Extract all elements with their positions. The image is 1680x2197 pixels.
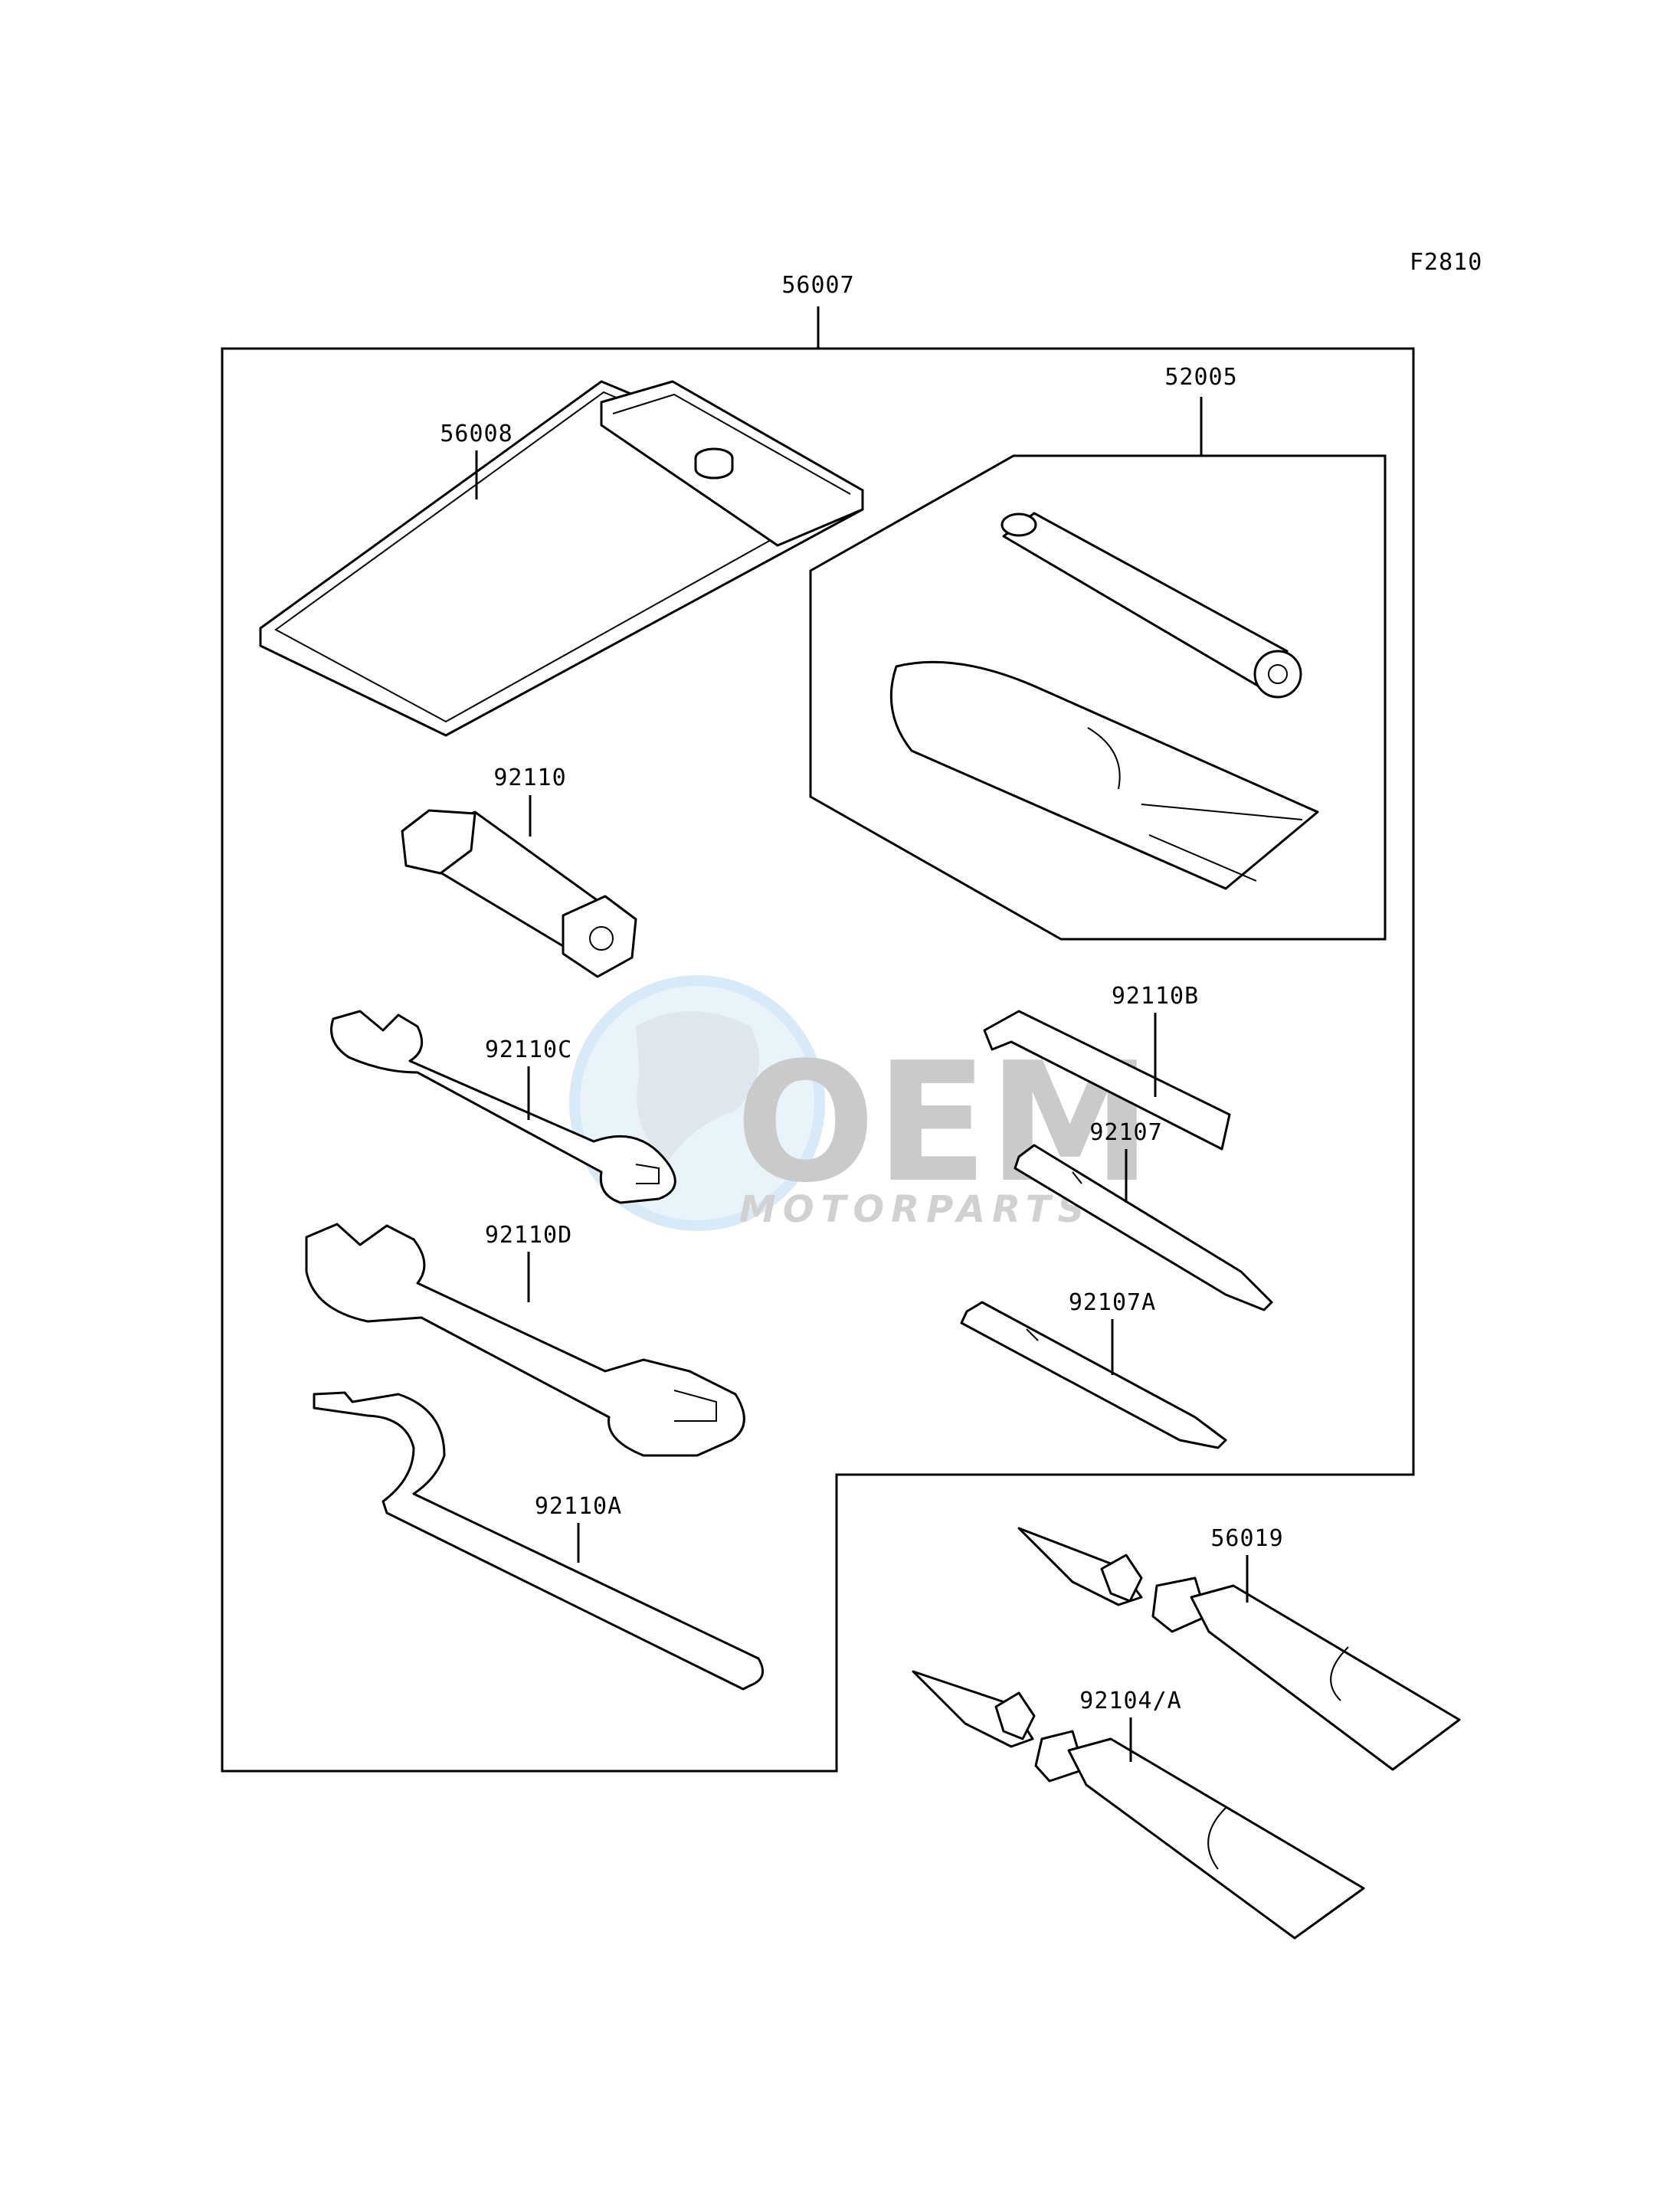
grease-tube-b-drawing (912, 1670, 1365, 1940)
wrench-d-drawing (305, 1223, 745, 1457)
kit-boundary (221, 347, 1415, 1773)
screwdriver-drawing (1014, 1144, 1273, 1311)
label-92110b[interactable]: 92110B (1112, 983, 1199, 1010)
repair-kit-drawing (889, 512, 1319, 890)
wrench-c-drawing (330, 1010, 676, 1204)
figure-code: F2810 (1410, 249, 1482, 276)
label-92110c[interactable]: 92110C (485, 1036, 572, 1063)
watermark-subtitle: MOTORPARTS (739, 1188, 1091, 1231)
screwdriver-a-drawing (960, 1301, 1227, 1449)
label-92110[interactable]: 92110 (493, 765, 566, 791)
plug-wrench-drawing (401, 809, 637, 978)
label-56007[interactable]: 56007 (781, 272, 854, 299)
hex-wrench-drawing (983, 1010, 1231, 1151)
label-92107[interactable]: 92107 (1089, 1119, 1162, 1146)
label-56008[interactable]: 56008 (440, 421, 513, 447)
label-56019[interactable]: 56019 (1210, 1525, 1283, 1552)
tool-case-drawing (259, 380, 864, 737)
label-92104a[interactable]: 92104/A (1079, 1688, 1181, 1714)
label-52005[interactable]: 52005 (1164, 364, 1237, 391)
label-92110d[interactable]: 92110D (485, 1222, 572, 1249)
label-92110a[interactable]: 92110A (535, 1493, 622, 1520)
label-92107a[interactable]: 92107A (1069, 1289, 1156, 1316)
grease-tube-drawing (1017, 1527, 1461, 1771)
repair-kit-boundary (809, 454, 1387, 941)
hook-wrench-drawing (313, 1391, 765, 1691)
